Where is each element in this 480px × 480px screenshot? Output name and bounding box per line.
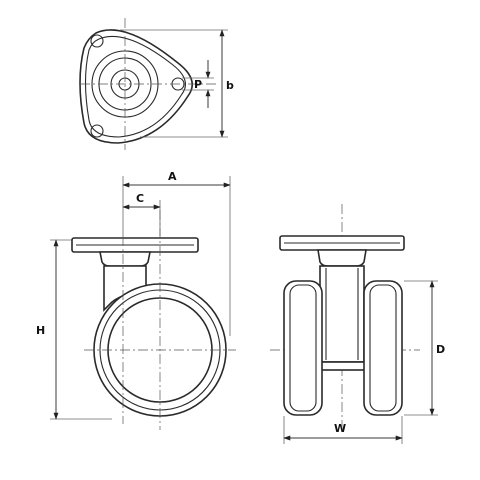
- bolt-hole-bottom: [90, 124, 104, 138]
- front-wheel-right-tread: [369, 284, 397, 412]
- front-axle-hub: [315, 361, 369, 371]
- front-wheel-left-tread: [289, 284, 317, 412]
- label-w: W: [334, 422, 346, 435]
- mounting-plate-inner-outline: [84, 35, 186, 138]
- side-swivel-head: [99, 251, 151, 267]
- label-b: b: [226, 79, 234, 92]
- label-d: D: [436, 343, 445, 356]
- side-view: A C H: [36, 170, 236, 430]
- label-h: H: [36, 324, 45, 337]
- front-wheel-right: [363, 280, 403, 416]
- label-p: P: [194, 78, 202, 91]
- label-c: C: [136, 192, 144, 205]
- label-a: A: [168, 170, 177, 183]
- front-wheel-left: [283, 280, 323, 416]
- bolt-hole-top: [90, 34, 104, 48]
- top-view: P b: [79, 18, 234, 150]
- front-fork-body: [319, 265, 365, 363]
- front-view: D W: [270, 204, 445, 444]
- front-swivel-head: [317, 249, 367, 267]
